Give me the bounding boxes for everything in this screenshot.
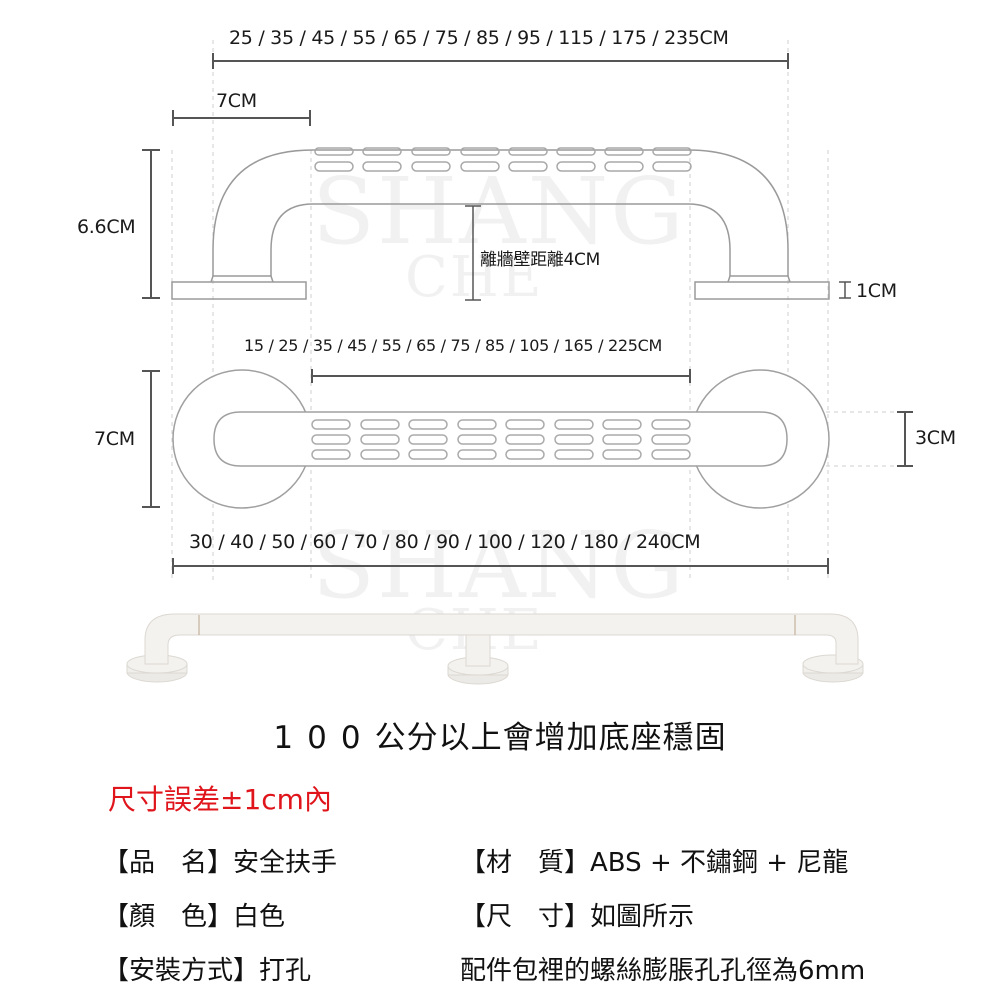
reinforcement-note-text: 公分以上會增加底座穩固 <box>374 720 727 756</box>
side-overall-length-label: 25 / 35 / 45 / 55 / 65 / 75 / 85 / 95 / … <box>229 27 729 49</box>
dimension-lines <box>142 53 913 574</box>
spec-size-value: 如圖所示 <box>590 902 695 932</box>
tolerance-note: 尺寸誤差±1cm內 <box>108 783 332 816</box>
product-photo-seams <box>198 615 796 635</box>
spec-color: 【顏 色】白色 <box>103 896 285 933</box>
side-view-bar <box>171 149 830 300</box>
spec-product-name-key: 【品 名】 <box>103 848 234 878</box>
spec-product-name-value: 安全扶手 <box>233 848 338 878</box>
side-view-slots <box>314 147 692 172</box>
spec-install: 【安裝方式】打孔 <box>103 950 311 987</box>
top-view-slots <box>311 419 691 460</box>
top-total-length-label: 30 / 40 / 50 / 60 / 70 / 80 / 90 / 100 /… <box>189 531 701 553</box>
spec-size: 【尺 寸】如圖所示 <box>460 896 694 933</box>
spec-install-key: 【安裝方式】 <box>103 956 260 986</box>
side-height-label: 6.6CM <box>77 216 136 238</box>
reinforcement-note: 100公分以上會增加底座穩固 <box>0 712 1000 757</box>
spec-color-value: 白色 <box>233 902 286 932</box>
spec-material-value: ABS + 不鏽鋼 + 尼龍 <box>590 848 849 878</box>
top-bar-width-label: 3CM <box>915 427 956 449</box>
spec-color-key: 【顏 色】 <box>103 902 234 932</box>
side-base-width-label: 7CM <box>216 90 257 112</box>
reinforcement-note-number: 100 <box>273 720 375 756</box>
wall-distance-label: 離牆壁距離4CM <box>480 250 600 270</box>
base-thickness-label: 1CM <box>856 280 897 302</box>
spec-install-value: 打孔 <box>259 956 312 986</box>
spec-material: 【材 質】ABS + 不鏽鋼 + 尼龍 <box>460 842 848 879</box>
spec-material-key: 【材 質】 <box>460 848 591 878</box>
product-photo <box>126 613 864 685</box>
top-base-diameter-label: 7CM <box>94 428 135 450</box>
top-view-bar <box>172 369 830 509</box>
technical-drawing <box>126 40 913 685</box>
top-grip-length-label: 15 / 25 / 35 / 45 / 55 / 65 / 75 / 85 / … <box>244 336 662 355</box>
spec-size-key: 【尺 寸】 <box>460 902 591 932</box>
spec-product-name: 【品 名】安全扶手 <box>103 842 337 879</box>
spec-accessory-note: 配件包裡的螺絲膨脹孔孔徑為6mm <box>460 956 866 986</box>
